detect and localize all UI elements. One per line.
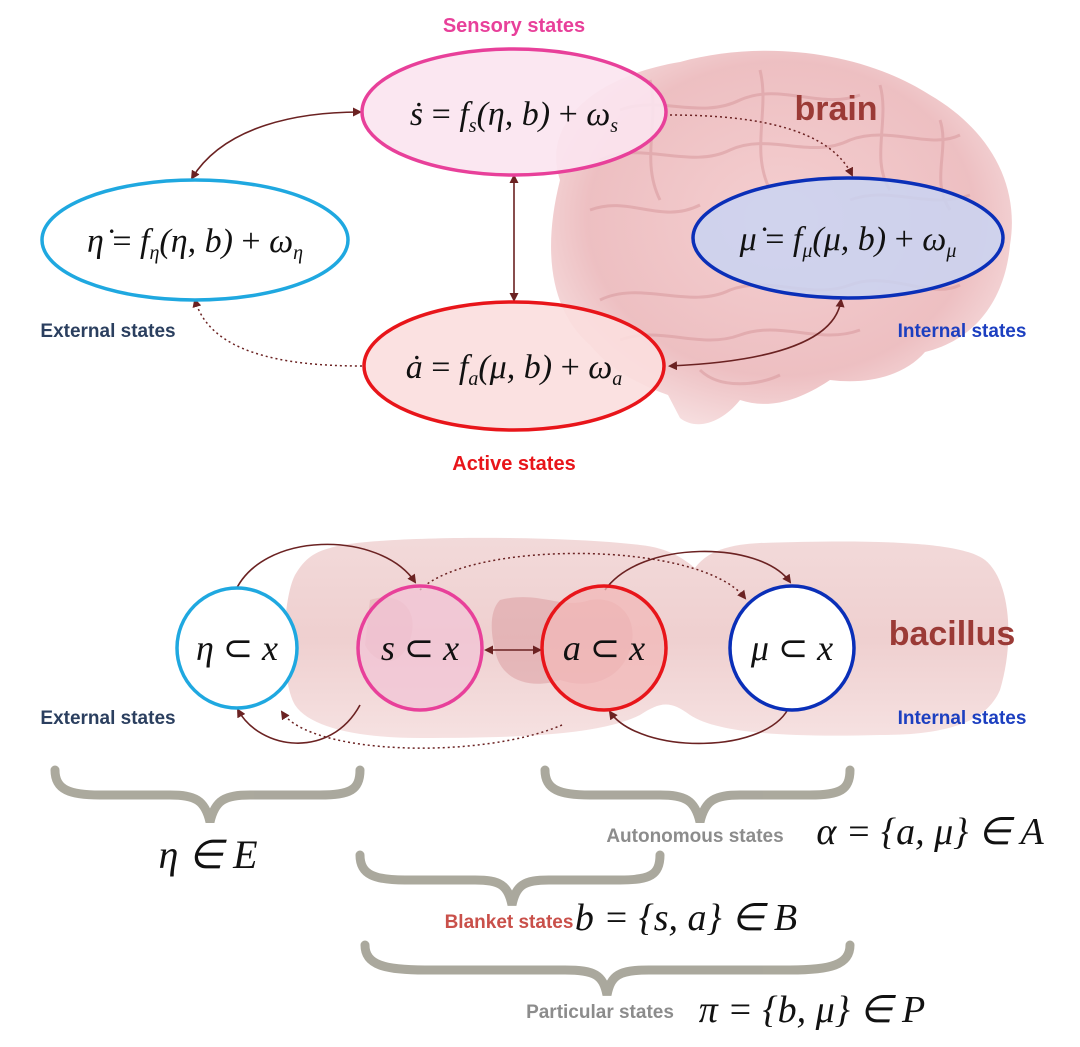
external-states-ellipse [40, 178, 350, 302]
particular-equation: π = {b, μ} ∈ P [699, 989, 925, 1031]
mu-node-text: μ ⊂ x [750, 628, 833, 668]
brace-particular [360, 940, 855, 997]
arrow-eta-to-s [233, 543, 417, 595]
autonomous-equation: α = {a, μ} ∈ A [816, 811, 1044, 853]
s-node [356, 584, 484, 712]
brace-autonomous [540, 765, 855, 824]
arrow-s-to-eta [237, 704, 361, 744]
external-states-label-top: External states [40, 321, 175, 342]
particular-states-label: Particular states [526, 1002, 674, 1023]
internal-states-ellipse [691, 176, 1005, 300]
active-states-label: Active states [452, 453, 575, 475]
external-states-label-bottom: External states [40, 708, 175, 729]
eta-node [175, 586, 299, 710]
active-states-ellipse [362, 300, 666, 432]
arrow-sensory-external [190, 107, 362, 180]
brace-blanket [355, 850, 665, 907]
blanket-states-label: Blanket states [445, 912, 574, 933]
eta-in-E: η ∈ E [158, 832, 257, 877]
sensory-equation: ṡ = fs(η, b) + ωs [410, 96, 618, 137]
arrow-mu-to-a [608, 704, 791, 745]
external-equation: η̇ = fη(η, b) + ωη [87, 223, 303, 264]
brain-label: brain [794, 90, 877, 128]
sensory-states-label: Sensory states [443, 15, 585, 37]
sensory-states-ellipse [360, 47, 668, 177]
arrow-s-to-mu [419, 552, 747, 600]
bacillus-label: bacillus [889, 615, 1016, 653]
internal-states-label-top: Internal states [898, 321, 1027, 342]
active-equation: ȧ = fa(μ, b) + ωa [406, 349, 623, 390]
arrow-active-external [192, 298, 363, 367]
internal-states-label-bottom: Internal states [898, 708, 1027, 729]
a-node [540, 584, 668, 712]
blanket-equation: b = {s, a} ∈ B [575, 897, 797, 939]
mu-node [728, 584, 856, 712]
arrow-sensory-internal [669, 114, 853, 177]
bottom-arrows [233, 543, 792, 749]
s-node-text: s ⊂ x [381, 628, 459, 668]
arrow-a-to-mu [604, 550, 792, 591]
a-node-text: a ⊂ x [563, 628, 645, 668]
brace-external [50, 765, 365, 824]
eta-node-text: η ⊂ x [196, 628, 278, 668]
arrow-internal-active [668, 298, 845, 371]
top-arrows [190, 107, 853, 371]
internal-equation: μ̇ = fμ(μ, b) + ωμ [739, 221, 957, 262]
autonomous-states-label: Autonomous states [606, 826, 783, 847]
